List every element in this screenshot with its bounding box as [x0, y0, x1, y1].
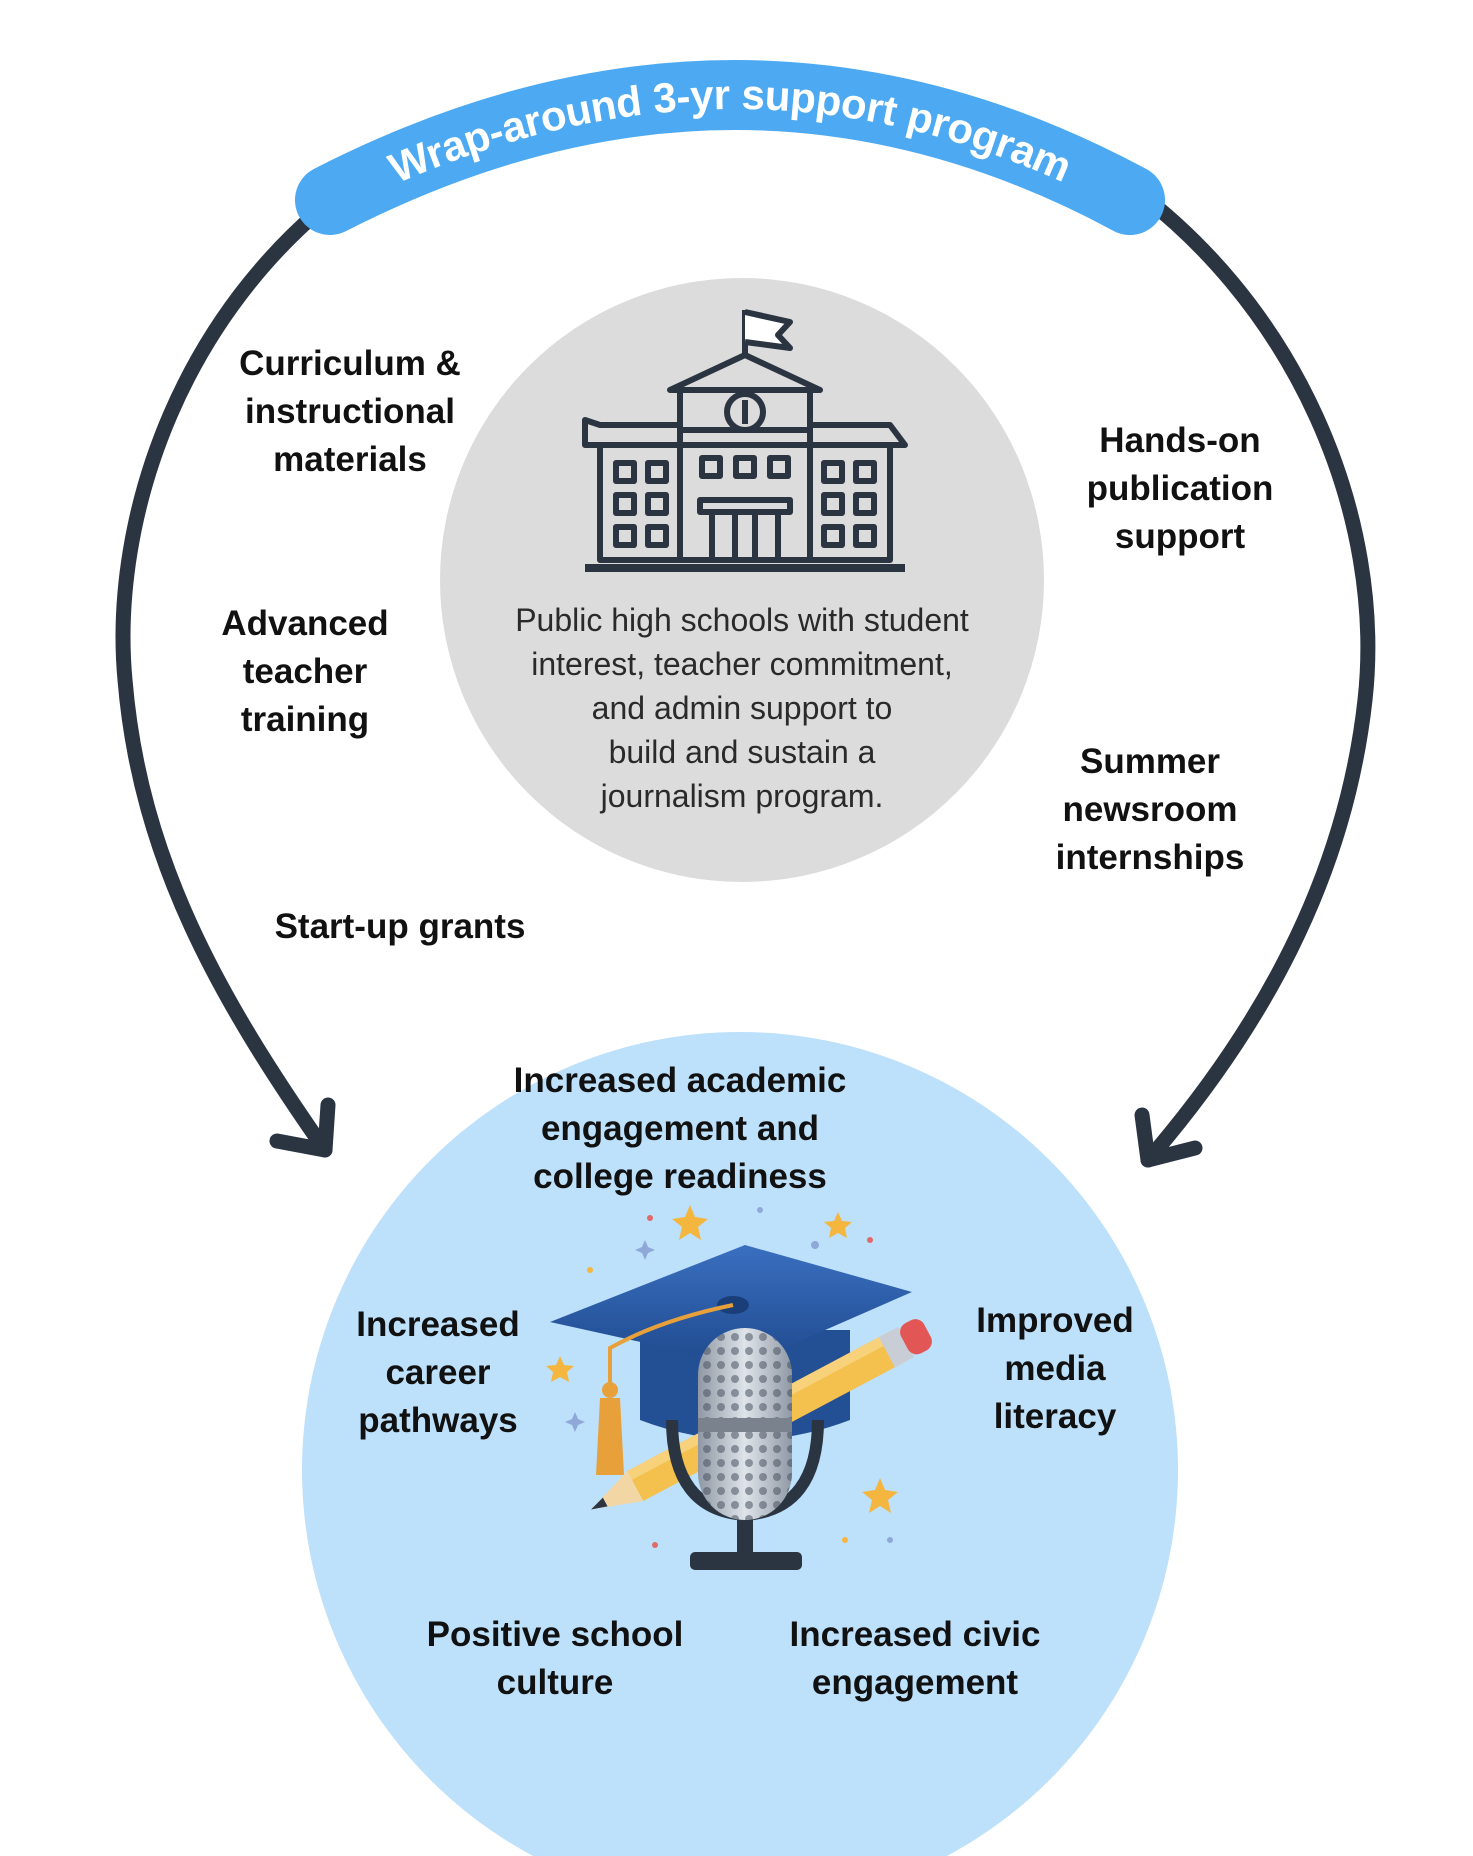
outcome-school-culture-label: Positive school culture — [426, 1615, 684, 1702]
sparkle-stars — [546, 1205, 898, 1548]
support-publication-label: Hands-on publication support — [1086, 421, 1274, 556]
graduation-cap-microphone-pencil-icon — [546, 1205, 932, 1570]
banner-title: Wrap-around 3-yr support program — [382, 71, 1078, 192]
support-teacher-training-label: Advanced teacher training — [221, 604, 389, 739]
left-arrow — [115, 164, 378, 1158]
support-grants-label: Start-up grants — [274, 907, 526, 946]
outcome-academic-label: Increased academic engagement and colleg… — [513, 1061, 847, 1196]
outcome-civic-label: Increased civic engagement — [789, 1615, 1041, 1702]
outcome-career-label: Increased career pathways — [356, 1305, 520, 1440]
support-curriculum-label: Curriculum & instructional materials — [239, 344, 461, 479]
support-internships-label: Summer newsroom internships — [1055, 742, 1245, 877]
outcome-media-literacy-label: Improved media literacy — [976, 1301, 1134, 1436]
banner: Wrap-around 3-yr support program — [295, 60, 1165, 235]
right-arrow — [1102, 164, 1376, 1168]
center-description: Public high schools with student interes… — [515, 602, 969, 814]
school-building-icon — [582, 309, 908, 572]
